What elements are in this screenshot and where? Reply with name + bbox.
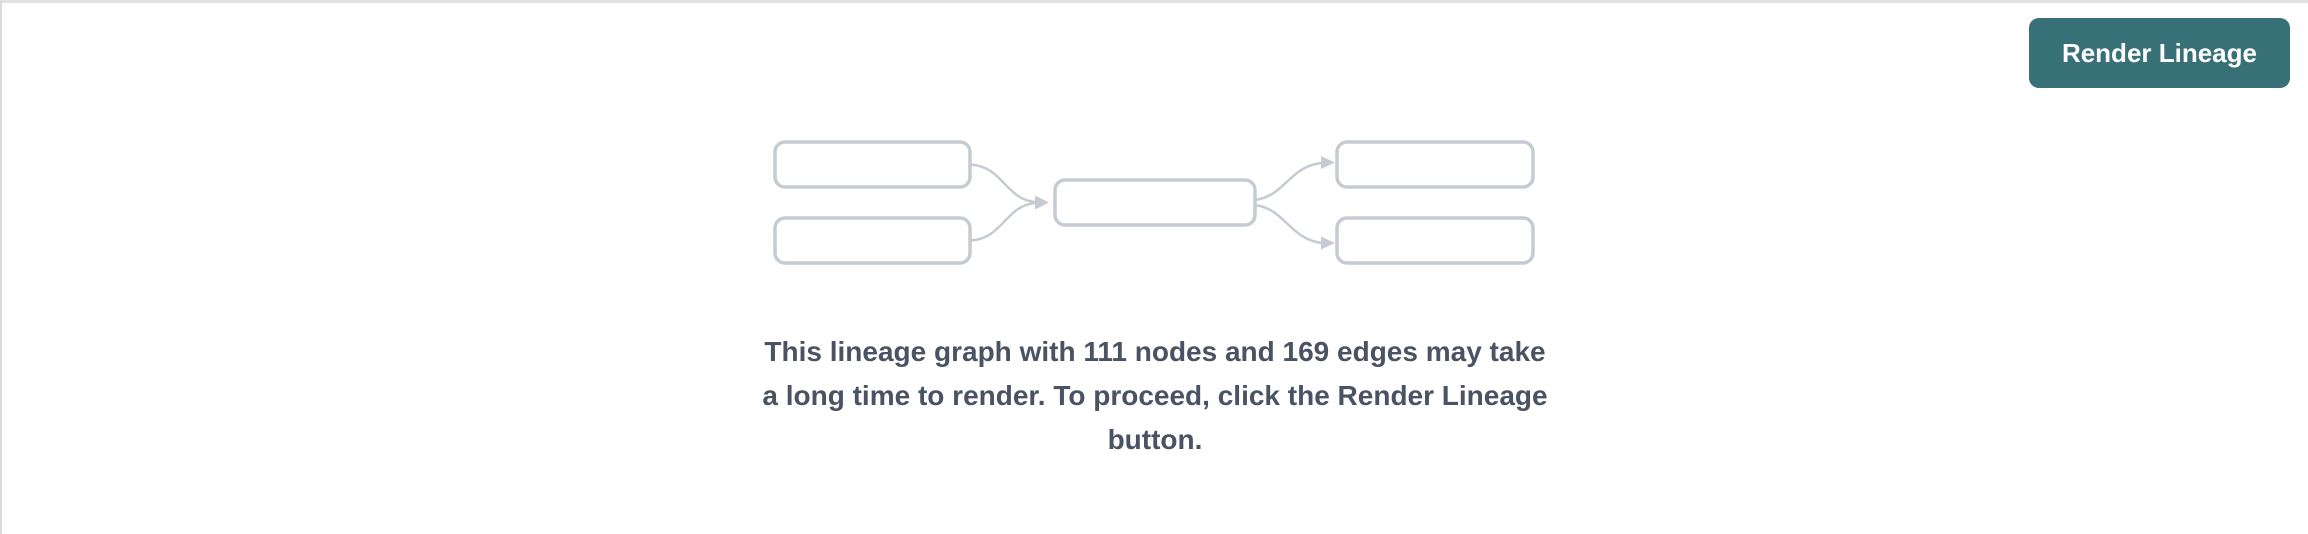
render-warning-message: This lineage graph with 111 nodes and 16… bbox=[762, 330, 1547, 462]
placeholder-node-source-bottom bbox=[773, 216, 972, 265]
message-line-3: button. bbox=[1107, 424, 1203, 455]
edge-downstream-bottom bbox=[1254, 203, 1322, 245]
placeholder-node-source-top bbox=[773, 140, 972, 189]
message-line-2: a long time to render. To proceed, click… bbox=[762, 380, 1548, 411]
placeholder-node-target-bottom bbox=[1335, 216, 1535, 265]
edge-upstream-top bbox=[969, 163, 1036, 204]
toolbar: Render Lineage bbox=[2, 3, 2308, 88]
placeholder-edges bbox=[969, 156, 1335, 250]
lineage-graph-illustration bbox=[773, 140, 1535, 265]
arrowhead-icon bbox=[1321, 156, 1335, 169]
render-lineage-button[interactable]: Render Lineage bbox=[2028, 18, 2290, 88]
placeholder-node-target-top bbox=[1335, 140, 1535, 189]
lineage-empty-state: This lineage graph with 111 nodes and 16… bbox=[2, 140, 2308, 462]
arrowhead-icon bbox=[1321, 236, 1335, 250]
edge-upstream-bottom bbox=[969, 201, 1036, 242]
placeholder-node-center bbox=[1053, 178, 1257, 227]
message-line-1: This lineage graph with 111 nodes and 16… bbox=[764, 336, 1546, 367]
edge-downstream-top bbox=[1254, 161, 1322, 202]
placeholder-nodes bbox=[773, 140, 1535, 265]
arrowhead-icon bbox=[1035, 195, 1049, 210]
